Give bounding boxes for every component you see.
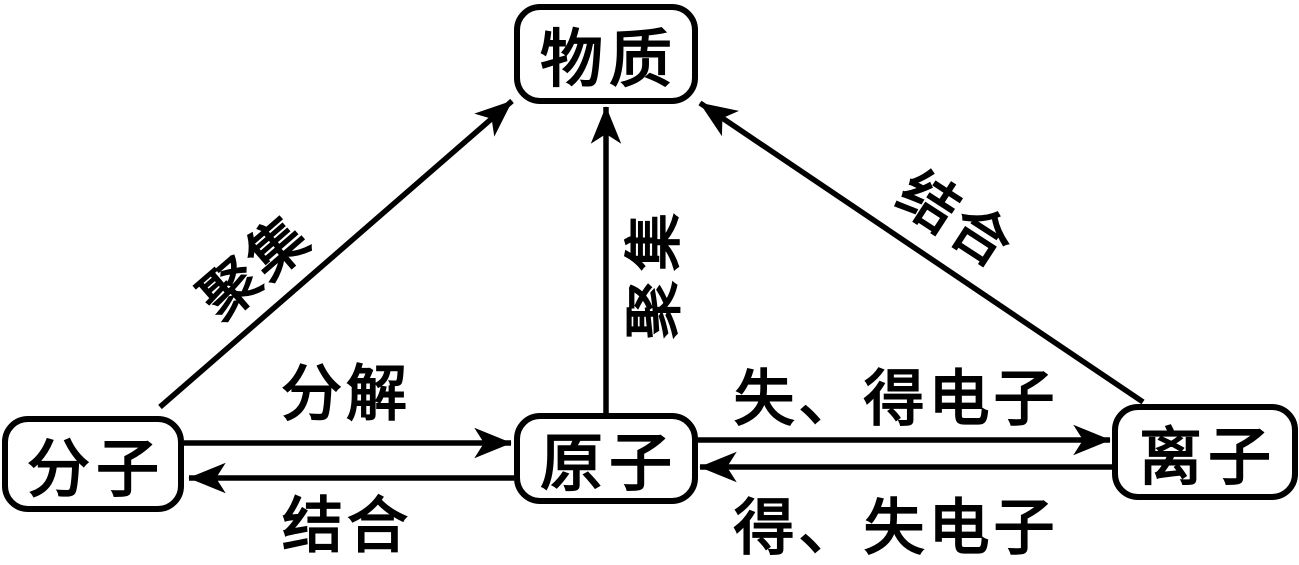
arrow-ion-to-substance (698, 100, 1145, 405)
node-atom-label: 原子 (540, 429, 678, 499)
edge-label-combine-atom-molecule: 结合 (281, 491, 413, 560)
node-molecule: 分子 (2, 416, 184, 512)
edge-label-gain-lose-electrons: 得、失电子 (733, 493, 1059, 562)
edge-label-lose-gain-electrons: 失、得电子 (733, 364, 1059, 433)
arrow-molecule-to-substance (158, 98, 514, 410)
node-molecule-label: 分子 (27, 434, 165, 505)
node-ion: 离子 (1112, 404, 1298, 500)
node-ion-label: 离子 (1139, 422, 1277, 493)
edge-label-decompose: 分解 (280, 359, 412, 428)
node-substance: 物质 (514, 4, 698, 104)
edge-label-aggregate-atom: 聚集 (622, 202, 687, 340)
node-atom: 原子 (514, 413, 698, 504)
node-substance-label: 物质 (540, 24, 678, 95)
